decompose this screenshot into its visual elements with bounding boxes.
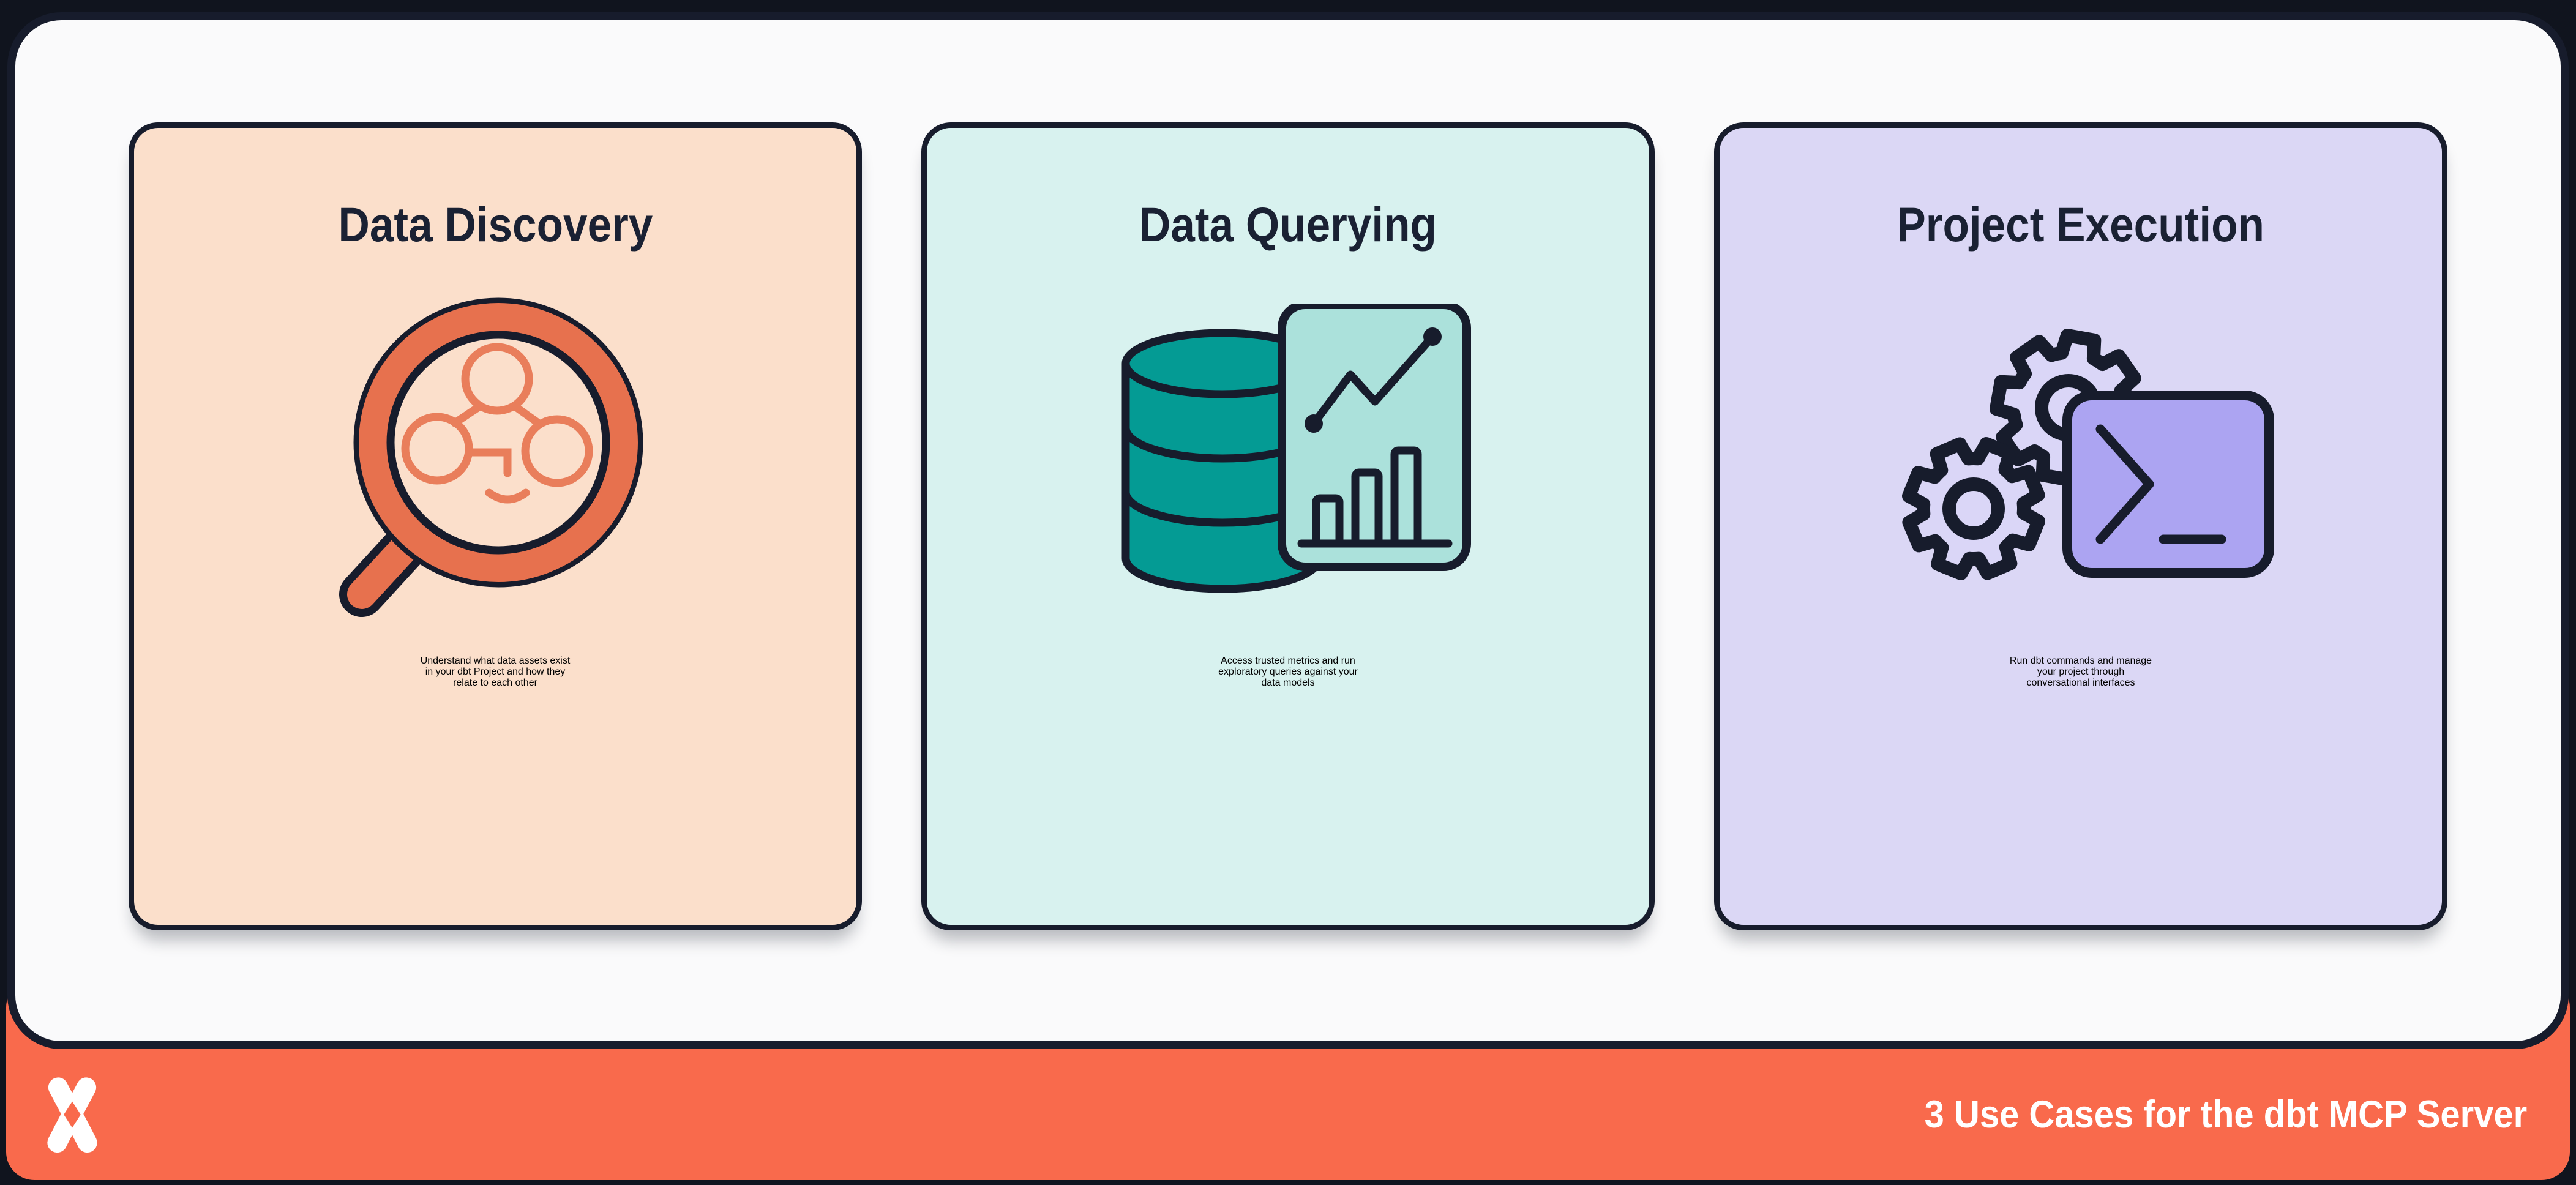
card-project-execution: Project Execution: [1714, 122, 2447, 930]
magnifier-lens: [353, 297, 643, 588]
icon-wrap: [1720, 282, 2442, 625]
description-line: your project through: [2037, 667, 2125, 677]
line-chart-dot: [1423, 327, 1442, 346]
lineage-graph: [401, 343, 593, 504]
bar-chart: [1297, 446, 1453, 548]
cards-row: Data Discovery: [15, 20, 2561, 1041]
gear-small: [1902, 437, 2045, 580]
description-line: Access trusted metrics and run: [1221, 656, 1355, 666]
line-chart: [1309, 332, 1437, 428]
dbt-logo-icon: [47, 1077, 97, 1153]
card-data-discovery: Data Discovery: [129, 122, 862, 930]
terminal-prompt-chevron: [2095, 424, 2154, 544]
footer-label: 3 Use Cases for the dbt MCP Server: [1924, 1093, 2527, 1136]
database-analytics-icon: [1121, 304, 1471, 593]
card-title: Project Execution: [1896, 197, 2265, 252]
magnifier-lineage-icon: [339, 297, 643, 617]
card-data-querying: Data Querying: [921, 122, 1655, 930]
content-panel: Data Discovery: [7, 12, 2569, 1049]
line-chart-dot: [1305, 414, 1323, 433]
description-line: Run dbt commands and manage: [2009, 656, 2152, 666]
gears-terminal-icon: [1902, 329, 2274, 580]
icon-wrap: [927, 282, 1649, 625]
chart-panel: [1278, 304, 1471, 571]
card-title: Data Discovery: [338, 197, 653, 252]
description-line: data models: [1261, 678, 1315, 688]
description-line: relate to each other: [453, 678, 537, 688]
description-line: conversational interfaces: [2026, 678, 2135, 688]
description-line: exploratory queries against your: [1218, 667, 1358, 677]
icon-wrap: [134, 282, 856, 625]
description-line: in your dbt Project and how they: [425, 667, 566, 677]
terminal-window: [2062, 391, 2274, 578]
card-title: Data Querying: [1139, 197, 1437, 252]
database-cylinder: [1121, 329, 1324, 593]
description-line: Understand what data assets exist: [420, 656, 571, 666]
